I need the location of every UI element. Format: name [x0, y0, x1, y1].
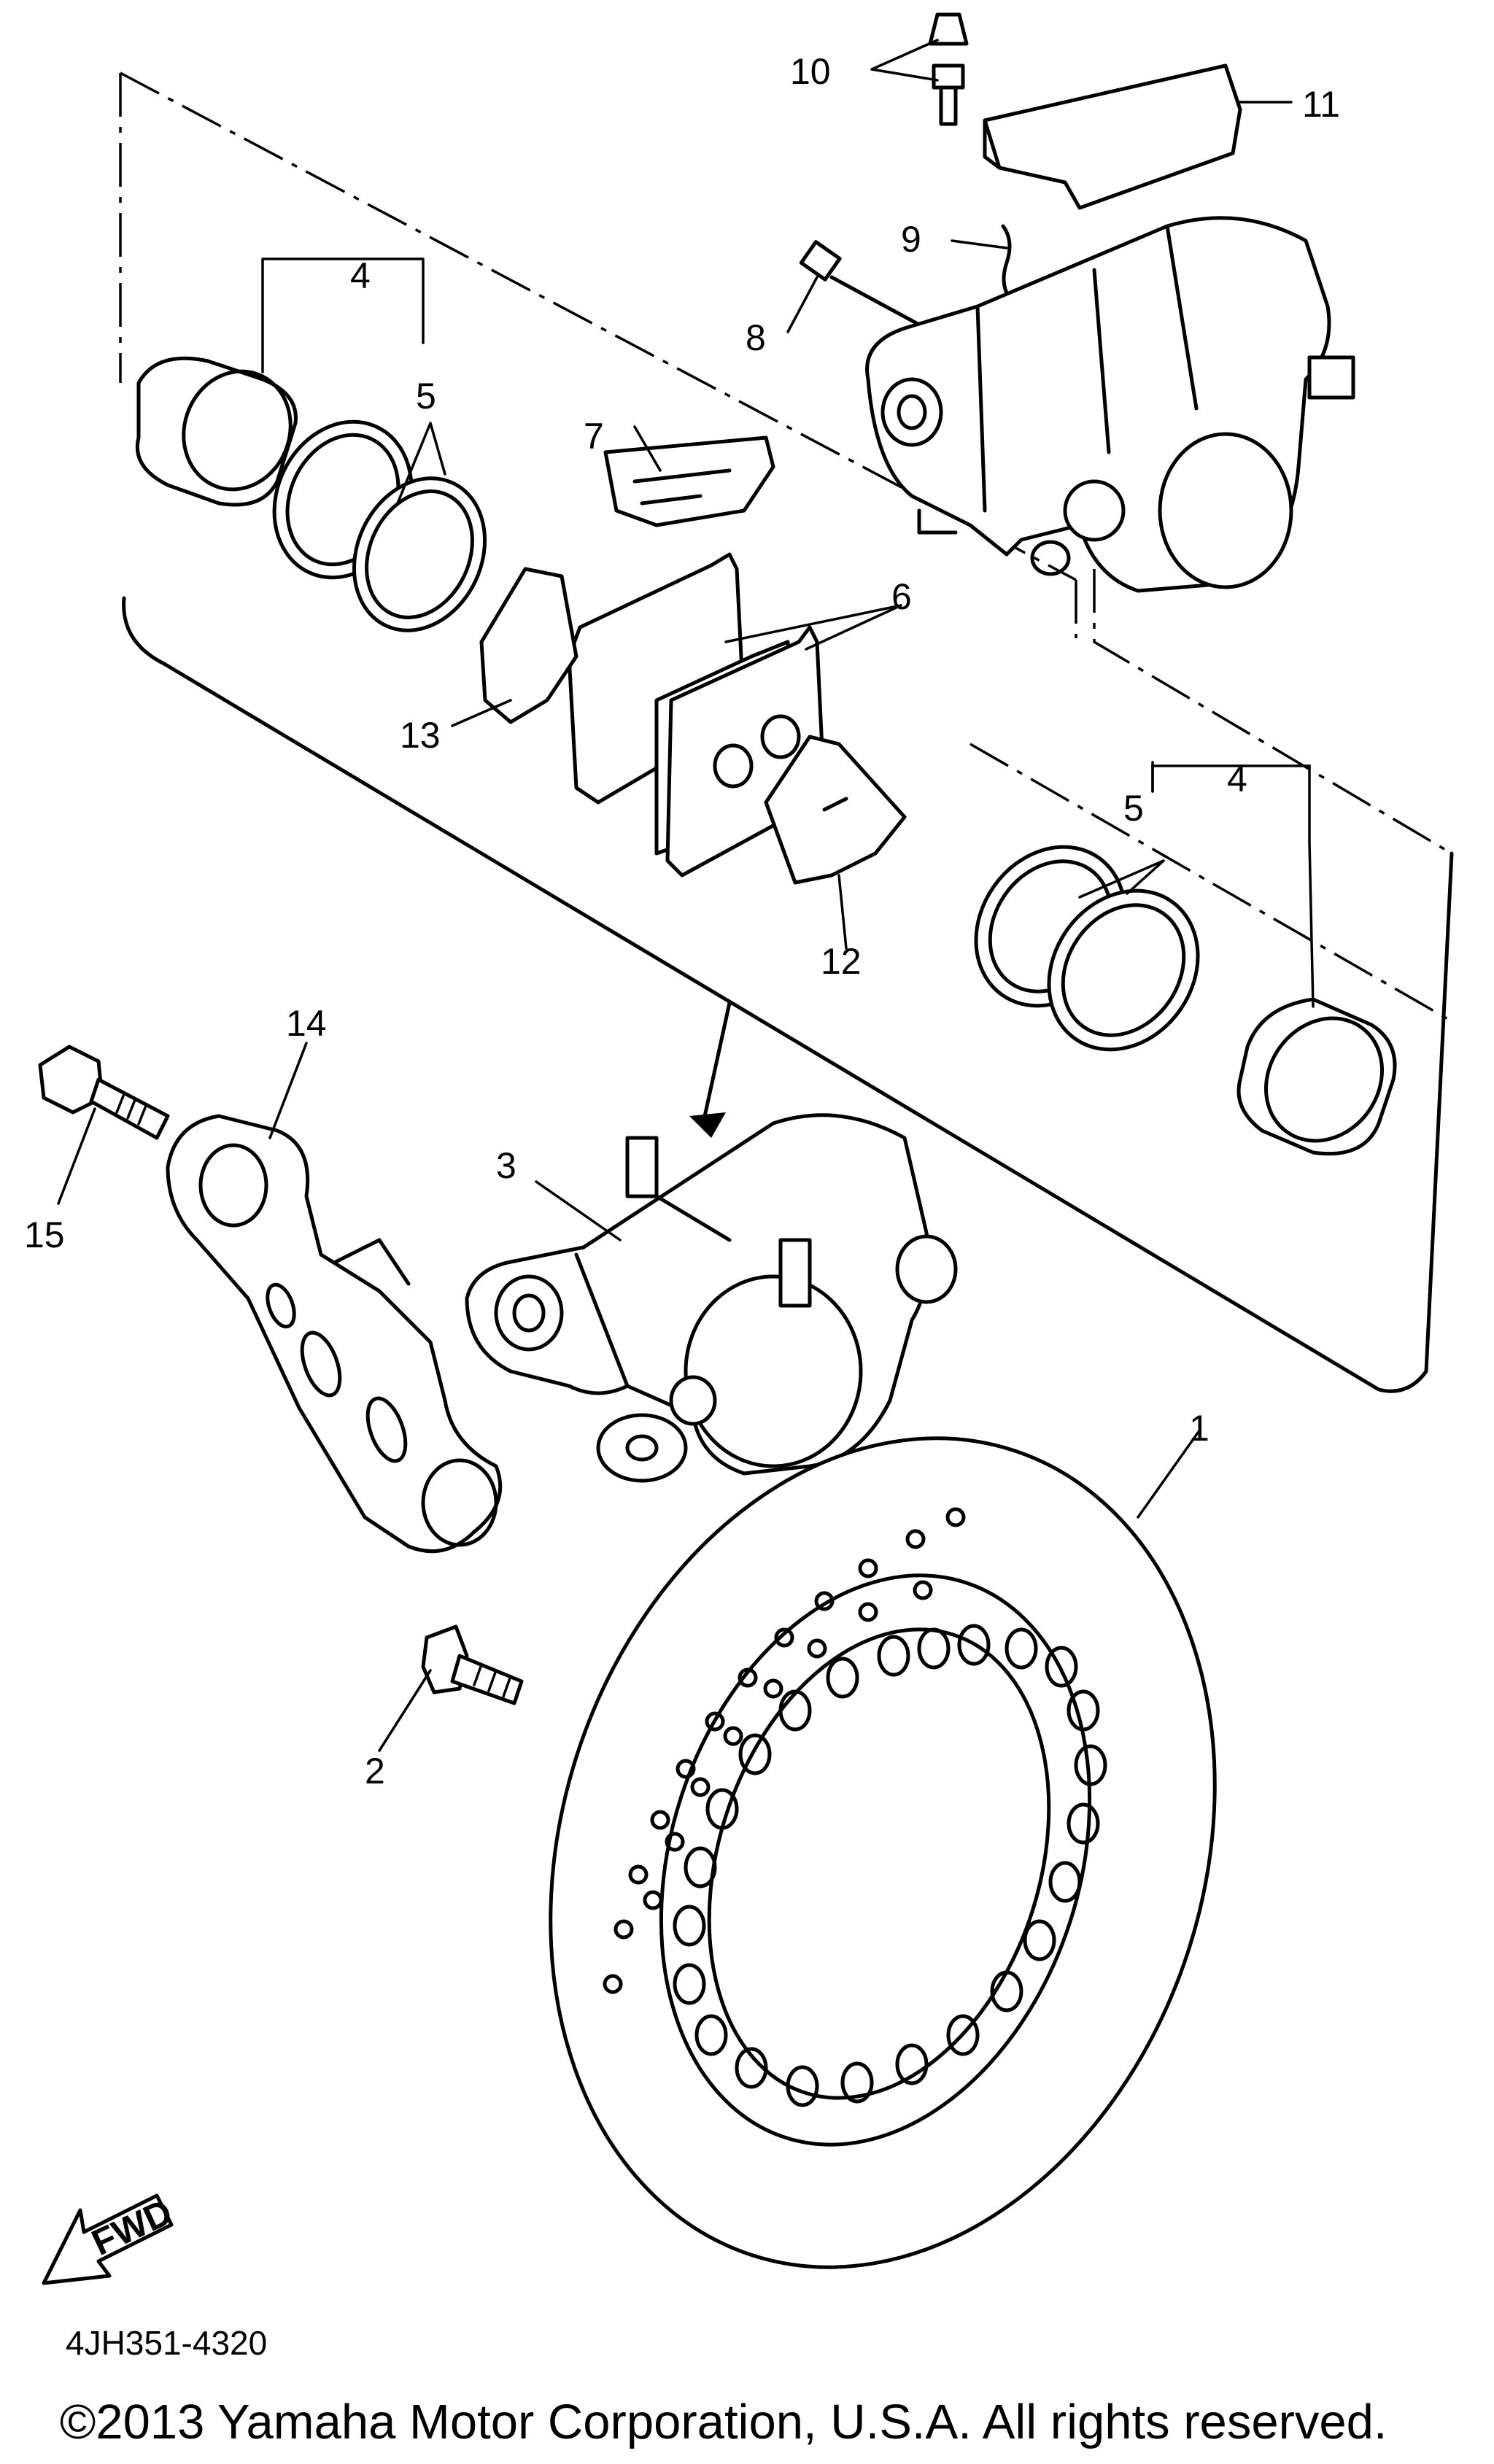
forward-arrow-icon: FWD: [42, 2191, 178, 2285]
assembly-arrow: [689, 1001, 732, 1138]
bracket-bolt: [38, 1045, 170, 1140]
part-code: 4JH351-4320: [66, 2324, 268, 2362]
callout-4-upper: 4: [350, 255, 371, 296]
pad-support: [603, 435, 775, 527]
callout-5-lower: 5: [1123, 788, 1144, 829]
callout-8: 8: [746, 317, 766, 358]
callout-11: 11: [1302, 84, 1340, 125]
callout-5-upper: 5: [416, 376, 436, 417]
callout-10: 10: [790, 51, 831, 92]
disc-bolt: [421, 1624, 524, 1705]
callout-13: 13: [400, 715, 441, 756]
caliper-upper: [865, 216, 1355, 593]
callout-15: 15: [24, 1214, 65, 1255]
piston-assembly-upper: [135, 356, 487, 632]
piston-assembly-lower: [974, 845, 1397, 1156]
fwd-label: FWD: [85, 2191, 178, 2263]
pad-pin-and-clip: [799, 224, 1013, 327]
callout-14: 14: [286, 1003, 327, 1044]
callout-4-lower: 4: [1227, 759, 1247, 799]
caliper-bracket: [166, 1114, 503, 1554]
callout-6: 6: [891, 576, 912, 617]
disc-holes: [603, 1507, 966, 1994]
callout-2: 2: [365, 1751, 385, 1791]
leader-lines: [57, 39, 1315, 1752]
caliper-assembly: [465, 1113, 958, 1483]
brake-disc: [549, 1436, 1217, 2269]
callout-numbers: 1 2 3 4 4 5 5 6 7 8 9 10 11 12 13 14 15: [24, 51, 1340, 1791]
caliper-cover: [983, 63, 1242, 210]
callout-9: 9: [901, 219, 921, 260]
copyright-notice: ©2013 Yamaha Motor Corporation, U.S.A. A…: [60, 2395, 1387, 2449]
bleed-screw: [928, 12, 969, 126]
callout-1: 1: [1189, 1408, 1209, 1449]
callout-7: 7: [584, 416, 604, 457]
callout-3: 3: [496, 1145, 516, 1186]
disc-slots: [673, 1624, 1107, 2107]
pad-shims: [479, 567, 907, 885]
exploded-view-frame: [119, 71, 1454, 1393]
callout-12: 12: [821, 941, 862, 982]
